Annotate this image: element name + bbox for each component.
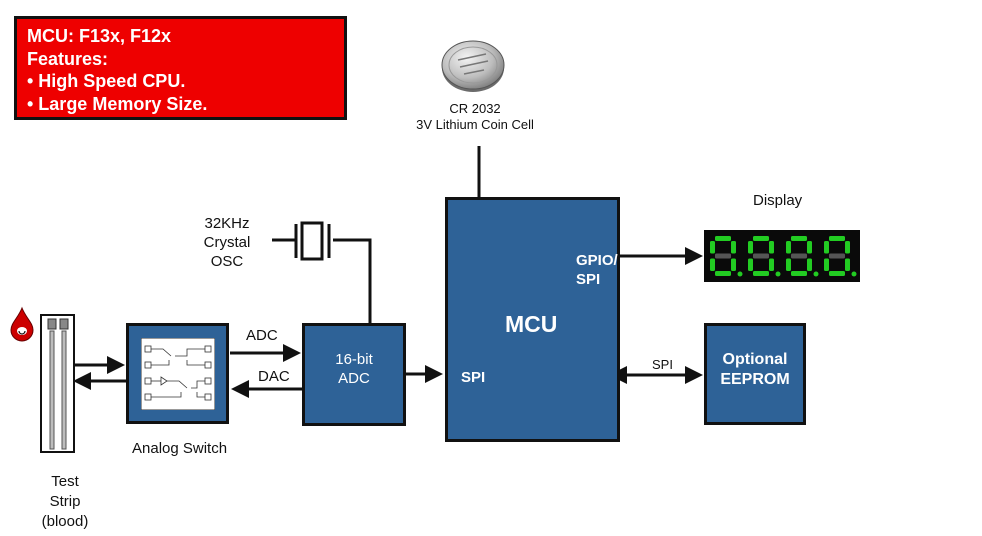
display-label: Display xyxy=(753,192,803,209)
display-digit-4-segment-a xyxy=(829,236,845,241)
battery-label-model: CR 2032 xyxy=(449,101,501,116)
mcu-block: MCU GPIO/ SPI SPI xyxy=(445,197,620,442)
battery-label-type: 3V Lithium Coin Cell xyxy=(416,117,534,132)
display-digit-3-segment-d xyxy=(791,271,807,276)
spi-bus-label: SPI xyxy=(652,357,673,372)
display-digit-3-segment-c xyxy=(807,258,812,271)
crystal-label-osc: OSC xyxy=(210,253,244,270)
test-strip-label-line2: Strip xyxy=(49,493,81,510)
test-strip-label-line1: Test xyxy=(51,473,79,490)
test-strip-icon xyxy=(40,314,76,454)
analog-switch-block xyxy=(126,323,229,424)
crystal-wire xyxy=(333,238,372,325)
display-digit-4-segment-b xyxy=(845,241,850,254)
display-digit-2-segment-a xyxy=(753,236,769,241)
display-digit-3-segment-f xyxy=(786,241,791,254)
display-digit-3-segment-a xyxy=(791,236,807,241)
display-digit-3-segment-g xyxy=(791,253,807,259)
analog-switch-label: Analog Switch xyxy=(132,440,228,457)
display-digit-4-segment-d xyxy=(829,271,845,276)
display-digit-2-segment-f xyxy=(748,241,753,254)
display-digit-1-segment-e xyxy=(710,258,715,271)
seven-segment-display-icon xyxy=(704,230,860,282)
adc-block-line1: 16-bit xyxy=(335,351,373,368)
display-digit-2-segment-g xyxy=(753,253,769,259)
display-digit-3-dot xyxy=(813,271,819,277)
test-strip-label: Test Strip (blood) xyxy=(30,472,100,532)
display-digit-4-segment-e xyxy=(824,258,829,271)
display-digit-2-dot xyxy=(775,271,781,277)
display-digit-4-segment-f xyxy=(824,241,829,254)
adc-block: 16-bit ADC xyxy=(302,323,406,426)
display-digit-2-segment-b xyxy=(769,241,774,254)
display-digit-1-segment-b xyxy=(731,241,736,254)
eeprom-line2: EEPROM xyxy=(720,371,790,388)
crystal-oscillator-icon xyxy=(292,220,334,262)
mcu-port-spi: SPI xyxy=(461,369,486,386)
display-digit-1-segment-c xyxy=(731,258,736,271)
display-digit-4-segment-g xyxy=(829,253,845,259)
banner-line-mcu: MCU: F13x, F12x xyxy=(27,26,172,46)
crystal-label-type: Crystal xyxy=(203,234,251,251)
adc-block-line2: ADC xyxy=(338,370,370,387)
banner-line-cpu: • High Speed CPU. xyxy=(27,71,186,91)
display-digit-1-segment-g xyxy=(715,253,731,259)
crystal-label-freq: 32KHz xyxy=(204,215,250,232)
eeprom-line1: Optional xyxy=(722,351,788,368)
display-digit-1-dot xyxy=(737,271,743,277)
crystal-label: 32KHz Crystal OSC xyxy=(192,214,262,271)
features-banner: MCU: F13x, F12x Features: • High Speed C… xyxy=(14,16,347,120)
mcu-port-gpio-line1: GPIO/ xyxy=(576,252,618,269)
display-digit-2-segment-e xyxy=(748,258,753,271)
display-digit-3-segment-b xyxy=(807,241,812,254)
display-digit-3-segment-e xyxy=(786,258,791,271)
display-digit-1-segment-d xyxy=(715,271,731,276)
mcu-port-gpio-line2: SPI xyxy=(576,271,601,288)
banner-line-features: Features: xyxy=(27,48,109,69)
display-digit-1-segment-a xyxy=(715,236,731,241)
mcu-port-gpio: GPIO/ SPI xyxy=(576,251,618,289)
display-digit-2-segment-c xyxy=(769,258,774,271)
display-digit-4-dot xyxy=(851,271,857,277)
display-digit-1-segment-f xyxy=(710,241,715,254)
eeprom-block: Optional EEPROM xyxy=(704,323,806,425)
banner-line-memory: • Large Memory Size. xyxy=(27,93,208,114)
blood-drop-icon xyxy=(8,306,38,342)
coin-cell-icon xyxy=(440,38,506,94)
display-digit-4-segment-c xyxy=(845,258,850,271)
adc-signal-label: ADC xyxy=(246,327,278,344)
display-digit-2-segment-d xyxy=(753,271,769,276)
test-strip-label-line3: (blood) xyxy=(41,513,89,530)
battery-label: CR 2032 3V Lithium Coin Cell xyxy=(395,101,555,133)
dac-signal-label: DAC xyxy=(258,368,290,385)
analog-switch-chip-icon xyxy=(141,338,215,410)
mcu-label: MCU xyxy=(505,311,558,337)
